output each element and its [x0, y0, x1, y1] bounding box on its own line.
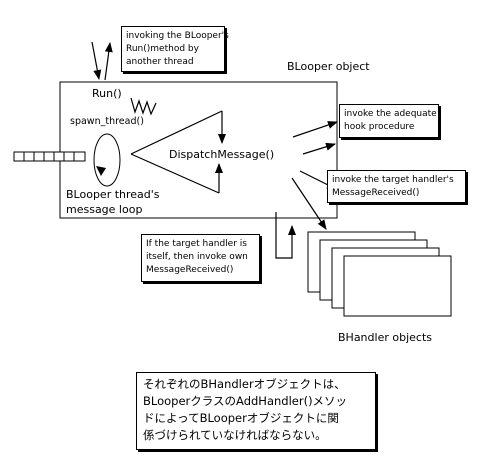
note-self-line: MessageReceived() [146, 265, 234, 275]
blooper-object-label: BLooper object [287, 60, 370, 73]
note-self-handler: If the target handler is itself, then in… [141, 234, 260, 282]
spawn-thread-label: spawn_thread() [70, 116, 144, 127]
note-invoking-line: another thread [126, 57, 194, 67]
loop-label-line: message loop [66, 203, 143, 216]
note-japanese-line: ドによってBLooperオブジェクトに関 [143, 411, 339, 425]
outgoing-arrow [104, 42, 113, 81]
note-target-line: invoke the target handler's [332, 175, 454, 185]
note-invoking-line: invoking the BLooper's [126, 31, 229, 41]
thread-loop-arrowhead [96, 166, 106, 176]
note-invoking-line: Run()method by [126, 44, 199, 54]
note-japanese-line: 係づけられていなければならない。 [143, 428, 327, 442]
message-queue [13, 151, 86, 162]
incoming-arrow [91, 41, 102, 80]
spawn-zigzag [130, 97, 157, 116]
note-japanese-line: BLooperクラスのAddHandler()メソッ [143, 394, 348, 408]
blooper-object-box [59, 81, 338, 219]
note-hook-line: hook procedure [344, 122, 415, 132]
bhandler-objects-label: BHandler objects [338, 331, 432, 344]
note-self-line: itself, then invoke own [146, 252, 248, 262]
note-invoking-run: invoking the BLooper's Run()method by an… [121, 26, 229, 72]
note-japanese-line: それぞれのBHandlerオブジェクトは、 [143, 377, 346, 391]
dispatch-triangle [130, 110, 223, 194]
self-invocation-loop [275, 212, 296, 259]
note-target-handler: invoke the target handler's MessageRecei… [327, 170, 466, 203]
note-japanese: それぞれのBHandlerオブジェクトは、 BLooperクラスのAddHand… [136, 372, 376, 450]
target-arrow-lower [291, 177, 327, 230]
note-self-line: If the target handler is [146, 239, 247, 249]
hook-arrow-lower [302, 142, 336, 155]
hook-arrow-upper [292, 121, 338, 138]
thread-loop-ellipse [93, 133, 121, 187]
loop-label-line: BLooper thread's [66, 188, 160, 201]
note-target-line: MessageReceived() [332, 188, 420, 198]
note-hook-procedure: invoke the adequate hook procedure [339, 104, 439, 138]
bhandler-stack [307, 231, 452, 317]
note-hook-line: invoke the adequate [344, 109, 437, 119]
run-label: Run() [92, 87, 122, 100]
dispatch-message-label: DispatchMessage() [169, 148, 275, 161]
